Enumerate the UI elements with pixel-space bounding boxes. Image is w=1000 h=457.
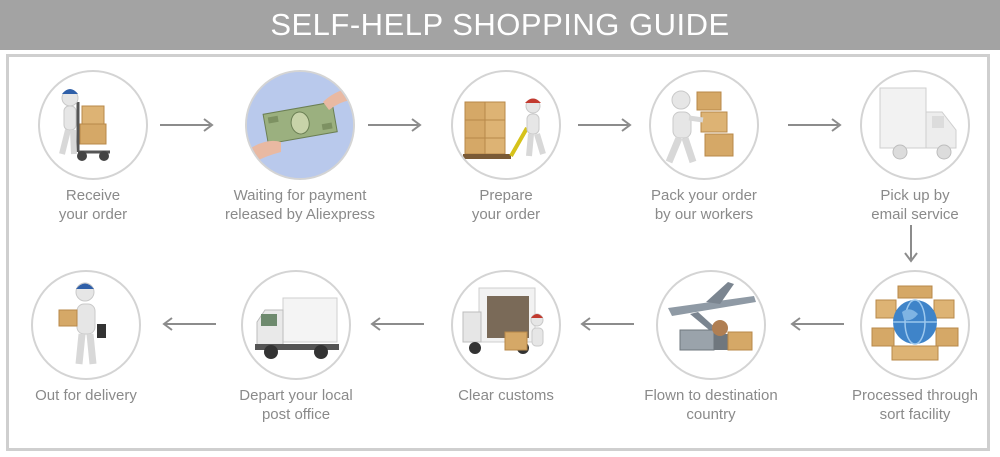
step-prepare-order: Prepare your order <box>406 70 606 240</box>
box-truck-icon <box>241 270 351 380</box>
step-label-line1: Processed through <box>852 387 978 404</box>
step-label-line2: country <box>686 406 736 423</box>
loading-truck-icon <box>451 270 561 380</box>
step-out-for-delivery: Out for delivery <box>0 270 186 440</box>
arrow-left-icon <box>368 317 424 331</box>
step-receive-order: Receive your order <box>0 70 193 240</box>
arrow-right-icon <box>788 118 844 132</box>
step-label-line1: Depart your local <box>239 387 353 404</box>
step-pick-up: Pick up by email service <box>815 70 1000 240</box>
step-label-line2: sort facility <box>879 406 951 423</box>
step-label-line2: by our workers <box>654 206 754 223</box>
white-truck-icon <box>860 70 970 180</box>
step-clear-customs: Clear customs <box>406 270 606 440</box>
step-label-line2: email service <box>871 206 959 223</box>
step-processed-sort: Processed through sort facility <box>815 270 1000 440</box>
delivery-person-icon <box>31 270 141 380</box>
arrow-down-icon <box>904 225 918 265</box>
dollar-bill-hands-icon <box>245 70 355 180</box>
step-label-line1: Waiting for payment <box>233 187 367 204</box>
arrow-left-icon <box>788 317 844 331</box>
step-label-line1: Out for delivery <box>35 387 137 404</box>
arrow-right-icon <box>368 118 424 132</box>
header-bar: SELF-HELP SHOPPING GUIDE <box>0 0 1000 50</box>
person-hand-truck-icon <box>38 70 148 180</box>
step-flown-destination: Flown to destination country <box>611 270 811 440</box>
airplane-cargo-icon <box>656 270 766 380</box>
arrow-right-icon <box>578 118 634 132</box>
guide-frame <box>6 54 990 451</box>
step-label-line1: Prepare <box>479 187 533 204</box>
globe-boxes-icon <box>860 270 970 380</box>
step-label-line1: Flown to destination <box>644 387 778 404</box>
step-label-line2: post office <box>261 406 331 423</box>
step-depart-post-office: Depart your local post office <box>196 270 396 440</box>
step-label-line2: your order <box>58 206 128 223</box>
arrow-left-icon <box>160 317 216 331</box>
step-label-line1: Clear customs <box>458 387 554 404</box>
step-label-line1: Receive <box>65 187 121 204</box>
step-waiting-payment: Waiting for payment released by Aliexpre… <box>200 70 400 240</box>
step-pack-order: Pack your order by our workers <box>604 70 804 240</box>
pallet-jack-boxes-icon <box>451 70 561 180</box>
person-carrying-boxes-icon <box>649 70 759 180</box>
arrow-right-icon <box>160 118 216 132</box>
step-label-line2: released by Aliexpress <box>224 206 376 223</box>
arrow-left-icon <box>578 317 634 331</box>
step-label-line1: Pick up by <box>880 187 950 204</box>
page-title: SELF-HELP SHOPPING GUIDE <box>270 7 730 42</box>
step-label-line1: Pack your order <box>651 187 757 204</box>
step-label-line2: your order <box>471 206 541 223</box>
